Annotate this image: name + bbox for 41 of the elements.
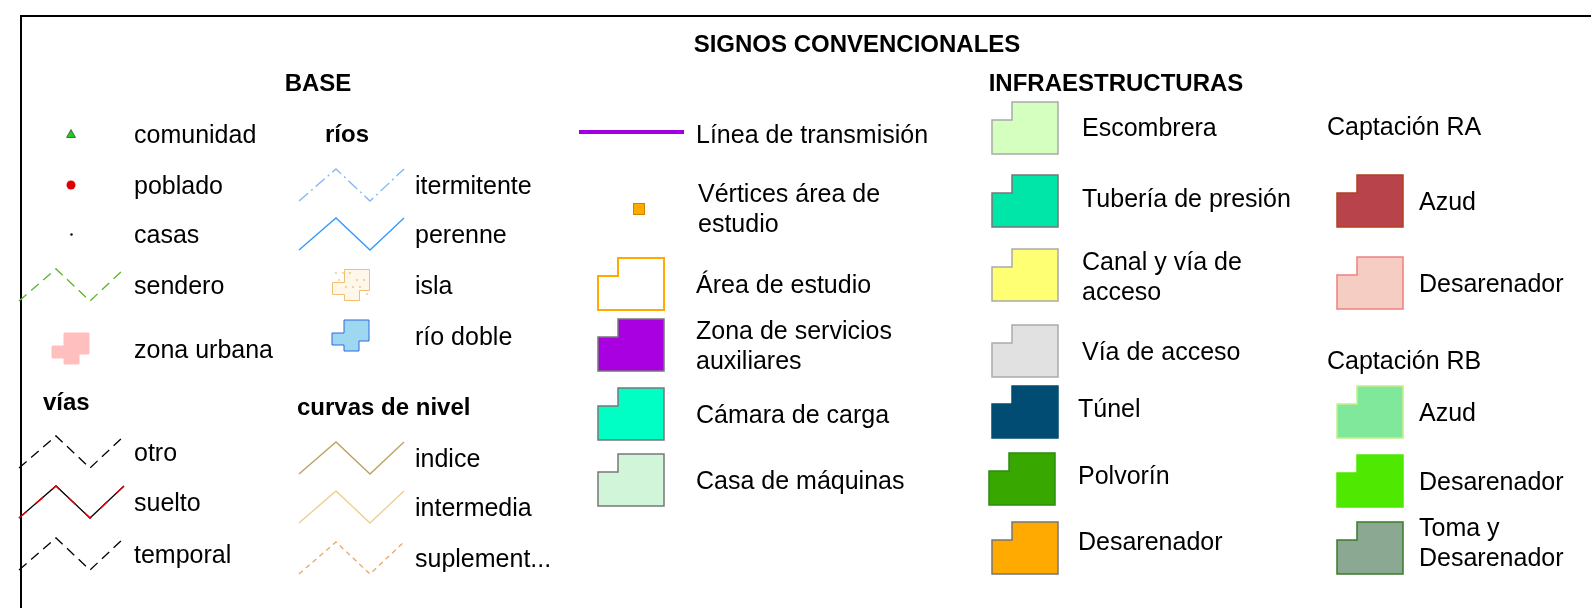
- section-heading: BASE: [284, 69, 352, 97]
- legend-label: Cámara de carga: [696, 399, 890, 429]
- legend-label: intermedia: [415, 492, 532, 522]
- legend-label: Desarenador: [1419, 268, 1564, 298]
- legend-label: zona urbana: [134, 334, 273, 364]
- legend-label: Azud: [1419, 186, 1476, 216]
- section-heading: Captación RA: [1327, 111, 1482, 141]
- legend-label: Polvorín: [1078, 460, 1170, 490]
- section-heading: INFRAESTRUCTURAS: [988, 69, 1244, 97]
- legend-label: itermitente: [415, 170, 532, 200]
- legend-label: Canal y vía de acceso: [1082, 246, 1243, 306]
- legend-label: suplement...: [415, 543, 552, 573]
- legend-label: otro: [134, 437, 178, 467]
- legend-label: Tubería de presión: [1082, 183, 1291, 213]
- legend-label: Azud: [1419, 397, 1476, 427]
- section-heading: ríos: [325, 120, 369, 148]
- legend-label: suelto: [134, 487, 201, 517]
- legend-label: temporal: [134, 539, 232, 569]
- legend-label: Escombrera: [1082, 112, 1217, 142]
- legend-label: Túnel: [1078, 393, 1141, 423]
- legend-label: Desarenador: [1078, 526, 1223, 556]
- legend-title: SIGNOS CONVENCIONALES: [693, 30, 1021, 58]
- legend-label: Casa de máquinas: [696, 465, 905, 495]
- legend-label: Desarenador: [1419, 466, 1564, 496]
- legend-label: poblado: [134, 170, 223, 200]
- legend-label: Vértices área de estudio: [698, 178, 882, 238]
- legend-label: Toma y Desarenador: [1419, 512, 1565, 572]
- legend-label: isla: [415, 270, 453, 300]
- legend-label: río doble: [415, 321, 513, 351]
- legend-label: comunidad: [134, 119, 257, 149]
- legend-label: casas: [134, 219, 200, 249]
- legend-label: Línea de transmisión: [696, 119, 929, 149]
- section-heading: vías: [43, 388, 90, 416]
- legend-label: perenne: [415, 219, 507, 249]
- legend-label: sendero: [134, 270, 225, 300]
- legend-label: Vía de acceso: [1082, 336, 1241, 366]
- legend-label: indice: [415, 443, 481, 473]
- legend-label: Área de estudio: [696, 269, 872, 299]
- section-heading: curvas de nivel: [297, 393, 471, 421]
- legend-label: Zona de servicios auxiliares: [696, 315, 893, 375]
- section-heading: Captación RB: [1327, 345, 1482, 375]
